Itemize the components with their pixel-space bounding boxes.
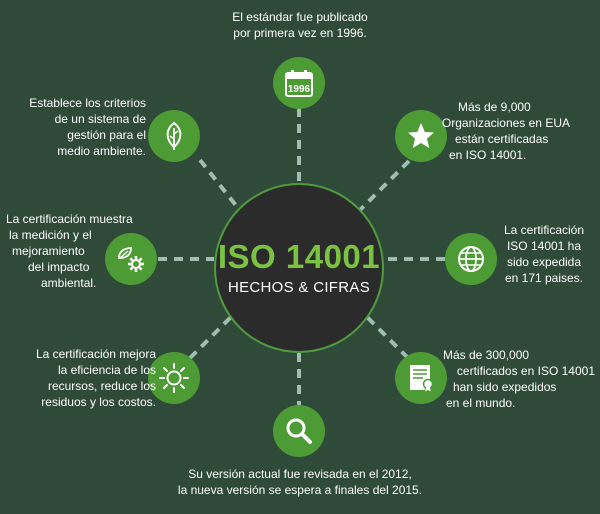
center-title: ISO 14001 bbox=[217, 238, 381, 275]
star-icon bbox=[408, 123, 434, 148]
center-subtitle: HECHOS & CIFRAS bbox=[227, 279, 371, 296]
label-left: La certificación muestra la medición y e… bbox=[6, 211, 133, 291]
node-bottom-left bbox=[148, 352, 200, 404]
label-bottom: Su versión actual fue revisada en el 201… bbox=[150, 466, 450, 498]
label-line: Más de 9,000 bbox=[458, 100, 531, 114]
label-top-right: Más de 9,000 Organizaciones en EUA están… bbox=[430, 99, 570, 163]
label-line: por primera vez en 1996. bbox=[233, 26, 367, 40]
label-line: Establece los criterios bbox=[29, 96, 146, 110]
magnifier-icon bbox=[286, 418, 312, 444]
node-top-left bbox=[148, 110, 200, 162]
label-line: residuos y los costos. bbox=[41, 395, 156, 409]
label-line: Más de 300,000 bbox=[443, 348, 530, 362]
label-bottom-right: Más de 300,000 certificados en ISO 14001… bbox=[425, 347, 595, 411]
label-line: la eficiencia de los bbox=[57, 363, 156, 377]
node-right bbox=[445, 233, 497, 285]
label-line: La certificación mejora bbox=[35, 347, 156, 361]
node-top: 1996 bbox=[273, 57, 325, 109]
label-line: la nueva versión se espera a finales del… bbox=[177, 483, 423, 497]
label-line: en 171 paises. bbox=[504, 271, 584, 285]
sun-icon bbox=[159, 363, 189, 393]
connector-top-left bbox=[198, 158, 240, 210]
leaf-gear-icon bbox=[118, 247, 144, 272]
label-right: La certificación ISO 14001 ha sido exped… bbox=[496, 222, 592, 286]
label-line: El estándar fue publicado bbox=[232, 10, 368, 24]
label-line: certificados en ISO 14001 bbox=[456, 364, 595, 378]
label-line: en el mundo. bbox=[446, 396, 516, 410]
leaf-icon bbox=[166, 121, 182, 150]
calendar-icon: 1996 bbox=[285, 70, 313, 97]
label-line: están certificadas bbox=[455, 132, 549, 146]
label-line: la medición y el bbox=[9, 228, 92, 242]
label-line: Organizaciones en EUA bbox=[441, 116, 570, 130]
label-line: gestión para el bbox=[67, 128, 146, 142]
label-line: ambiental. bbox=[41, 276, 97, 290]
label-line: recursos, reduce los bbox=[47, 379, 156, 393]
label-line: La certificación muestra bbox=[6, 212, 133, 226]
node-left bbox=[105, 233, 157, 285]
label-top-left: Establece los criterios de un sistema de… bbox=[10, 95, 146, 159]
node-top-right bbox=[395, 110, 447, 162]
label-bottom-left: La certificación mejora la eficiencia de… bbox=[10, 346, 156, 410]
label-line: ISO 14001 ha bbox=[506, 239, 582, 253]
label-line: en ISO 14001. bbox=[449, 148, 527, 162]
node-bottom-right bbox=[395, 352, 447, 404]
label-line: La certificación bbox=[503, 223, 585, 237]
label-line: del impacto bbox=[28, 260, 90, 274]
label-line: han sido expedidos bbox=[453, 380, 557, 394]
label-line: de un sistema de bbox=[54, 112, 146, 126]
calendar-year: 1996 bbox=[288, 84, 311, 95]
label-line: sido expedida bbox=[506, 255, 582, 269]
certificate-icon bbox=[410, 365, 434, 394]
globe-icon bbox=[458, 246, 484, 272]
label-line: medio ambiente. bbox=[57, 144, 146, 158]
connector-bottom-right bbox=[359, 309, 410, 360]
connector-top-right bbox=[358, 159, 411, 212]
label-line: mejoramiento bbox=[12, 244, 85, 258]
node-bottom bbox=[273, 405, 325, 457]
label-line: Su versión actual fue revisada en el 201… bbox=[188, 467, 412, 481]
center-circle: ISO 14001 HECHOS & CIFRAS bbox=[214, 183, 384, 353]
label-top: El estándar fue publicado por primera ve… bbox=[200, 9, 400, 41]
